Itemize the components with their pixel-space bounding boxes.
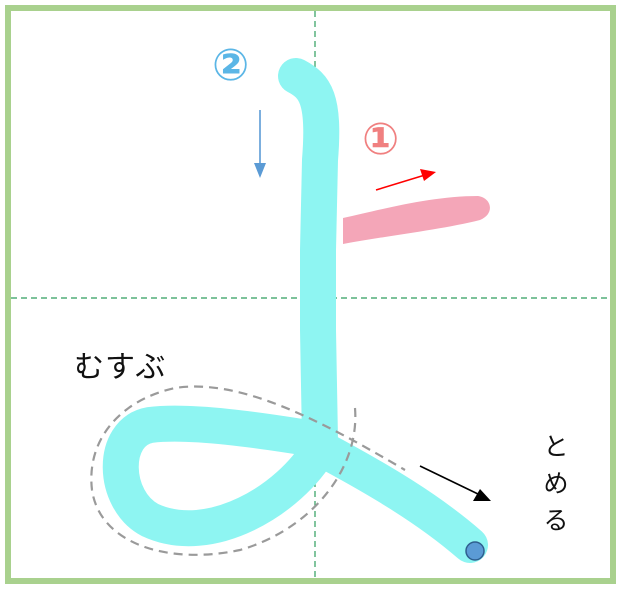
stroke-1-arrowhead [420,169,436,181]
tomeru-label: と め る [541,428,571,539]
stroke-end-dot [465,541,485,561]
tomeru-char-1: と [543,432,569,461]
stroke-2-arrowhead [254,163,266,178]
stroke-1 [343,196,490,244]
stroke-number-1: ① [362,114,400,165]
tomeru-arrowhead [473,489,491,501]
musubu-dashed-loop [90,385,406,556]
tomeru-char-2: め [543,469,569,498]
musubu-label: むすぶ [74,350,167,385]
stroke-2 [102,58,488,563]
tomeru-arrow [419,465,479,495]
stroke-number-2: ② [212,40,250,91]
tomeru-char-3: る [543,506,569,535]
stroke-1-direction-arrow [375,174,426,191]
